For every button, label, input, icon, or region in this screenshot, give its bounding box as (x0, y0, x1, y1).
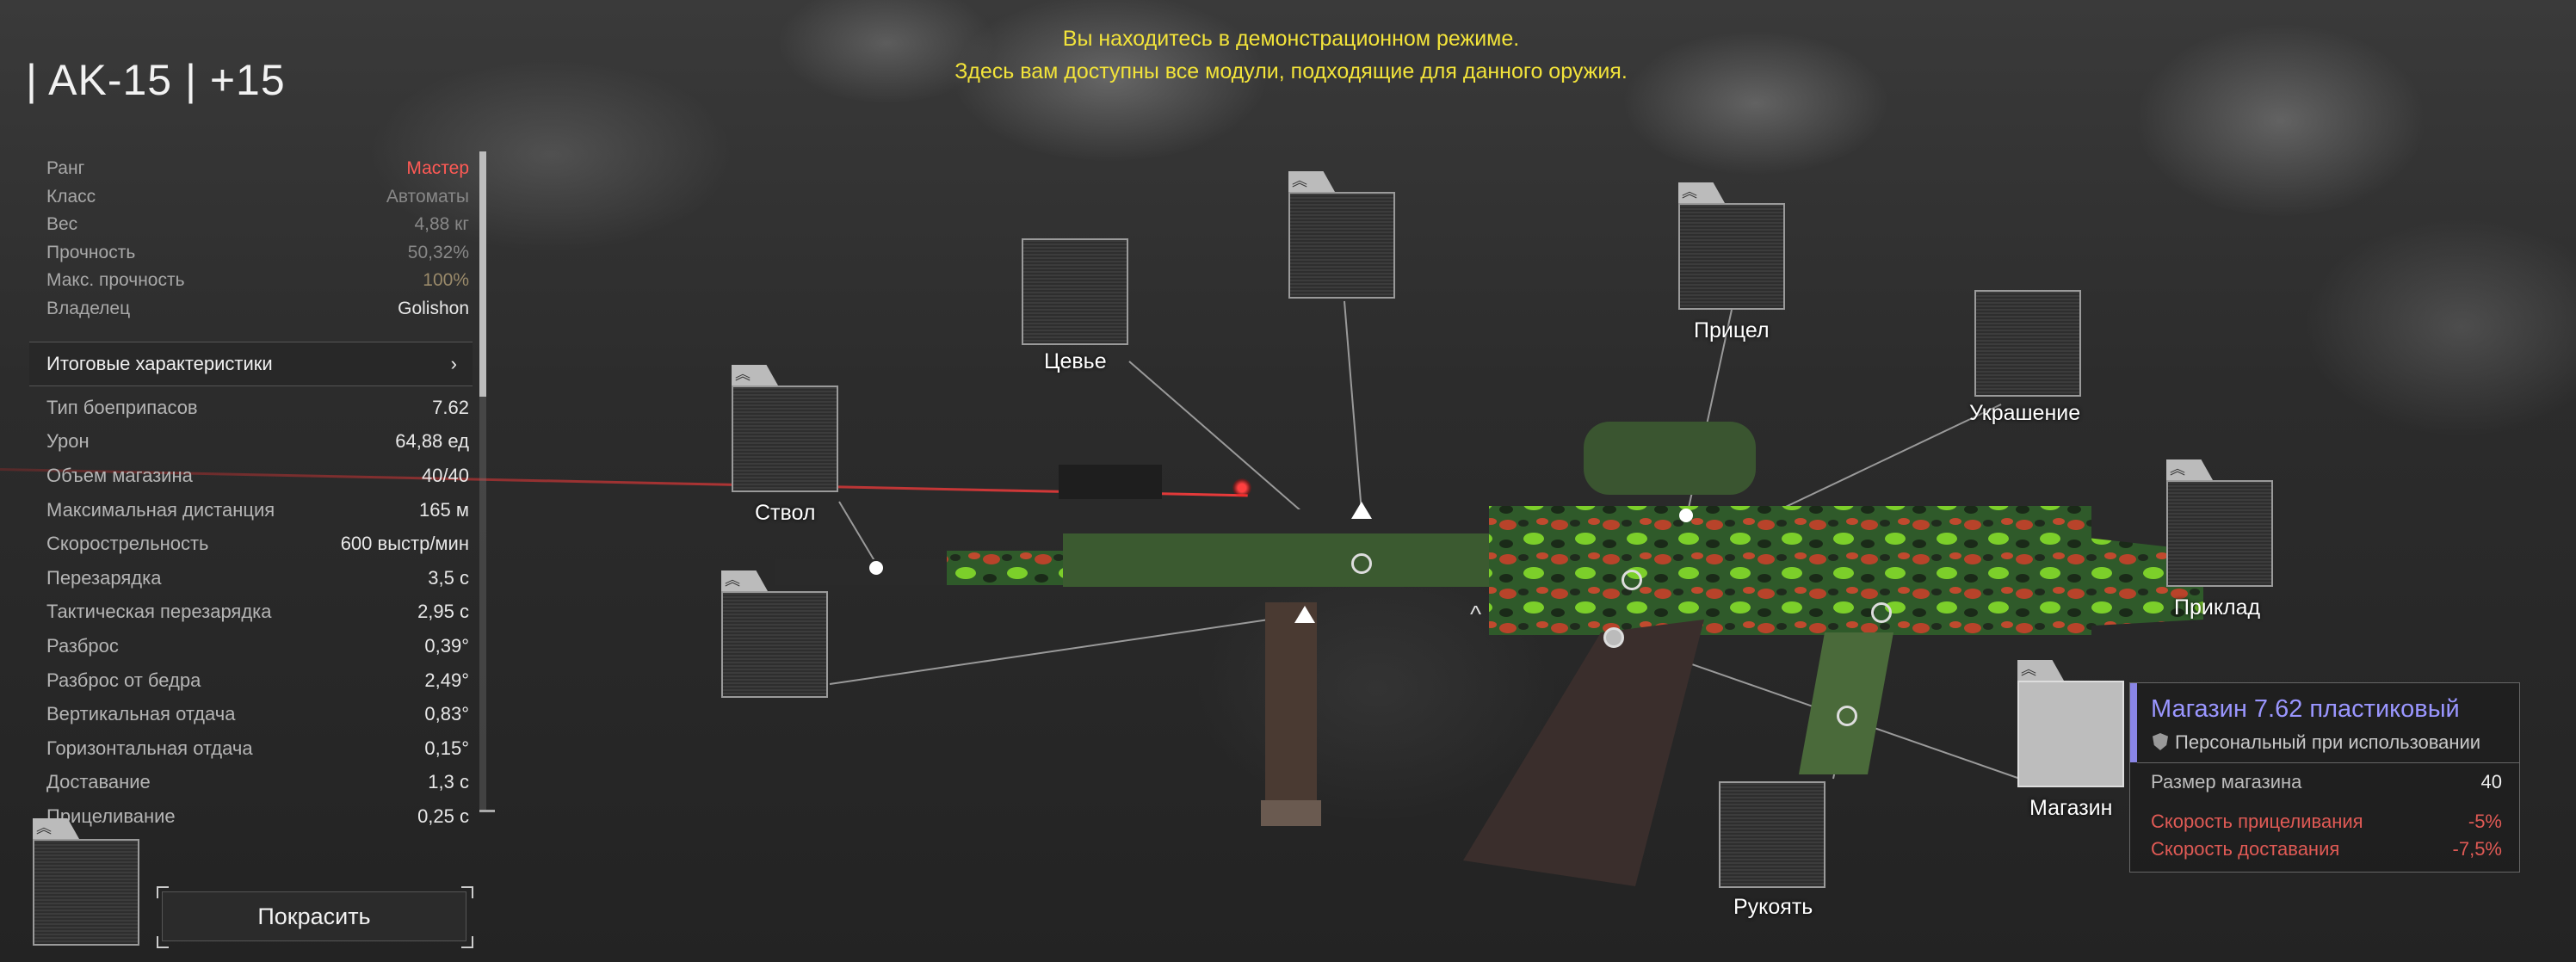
slot-magazine[interactable]: ︽ (2017, 660, 2124, 787)
attach-point-decoration[interactable] (1622, 570, 1642, 590)
slot-label-handguard: Цевье (1044, 349, 1107, 373)
button-corner (157, 886, 169, 898)
button-corner (461, 936, 473, 948)
chevron-right-icon: › (450, 353, 457, 374)
laser-dot (1232, 478, 1251, 497)
slot-grip[interactable] (1719, 781, 1825, 888)
tooltip-stat-row: Скорость прицеливания-5% (2151, 811, 2502, 832)
weapon-title: | AK-15 | +15 (26, 56, 286, 104)
slot-decoration[interactable] (1974, 290, 2081, 397)
slot-label-decoration: Украшение (1969, 401, 2081, 425)
upgrade-chevron-icon: ︽ (1288, 171, 1335, 192)
slot-skin[interactable]: ︽ (33, 818, 139, 946)
slot-laser[interactable]: ︽ (1288, 171, 1395, 299)
button-corner (461, 886, 473, 898)
slot-foregrip[interactable]: ︽ (721, 570, 828, 698)
slot-barrel[interactable]: ︽ (732, 365, 838, 492)
attach-point-magazine[interactable] (1603, 627, 1624, 648)
attach-point-foregrip[interactable] (1294, 606, 1315, 623)
module-tooltip: Магазин 7.62 пластиковый Персональный пр… (2129, 682, 2520, 873)
tooltip-subtitle: Персональный при использовании (2175, 731, 2481, 753)
stats-scrollbar-track[interactable] (479, 397, 486, 810)
attach-point-handguard[interactable] (1351, 553, 1372, 574)
paint-button[interactable]: Покрасить (162, 891, 466, 941)
tooltip-title: Магазин 7.62 пластиковый (2151, 695, 2460, 723)
tooltip-accent-bar (2130, 683, 2137, 762)
demo-line-2: Здесь вам доступны все модули, подходящи… (954, 59, 1628, 83)
chevron-up-icon[interactable]: ^ (1470, 601, 1482, 627)
button-corner (157, 936, 169, 948)
tooltip-divider (2137, 762, 2519, 763)
scroll-end-marker (479, 810, 495, 812)
slot-scope[interactable]: ︽ (1678, 182, 1785, 310)
attach-point-barrel[interactable] (869, 561, 883, 575)
slot-stock[interactable]: ︽ (2166, 459, 2273, 587)
upgrade-chevron-icon: ︽ (732, 365, 778, 385)
attach-point-stock[interactable] (1871, 602, 1892, 623)
slot-label-stock: Приклад (2174, 595, 2261, 620)
summary-characteristics-button[interactable]: Итоговые характеристики › (29, 342, 473, 386)
attach-point-scope[interactable] (1679, 509, 1693, 522)
upgrade-chevron-icon: ︽ (1678, 182, 1725, 203)
summary-label: Итоговые характеристики (46, 353, 273, 374)
shield-icon (2153, 733, 2168, 750)
attach-point-grip[interactable] (1837, 706, 1857, 726)
upgrade-chevron-icon: ︽ (721, 570, 768, 591)
tooltip-stat-row: Скорость доставания-7,5% (2151, 838, 2502, 860)
slot-label-magazine: Магазин (2029, 796, 2113, 820)
slot-label-scope: Прицел (1694, 318, 1770, 342)
demo-mode-notice: Вы находитесь в демонстрационном режиме.… (861, 22, 1721, 88)
stats-scrollbar-thumb[interactable] (479, 151, 486, 397)
slot-label-grip: Рукоять (1733, 895, 1813, 919)
attach-point-laser[interactable] (1351, 502, 1372, 519)
demo-line-1: Вы находитесь в демонстрационном режиме. (1062, 27, 1520, 51)
slot-label-barrel: Ствол (755, 501, 816, 525)
slot-handguard[interactable] (1022, 238, 1128, 345)
